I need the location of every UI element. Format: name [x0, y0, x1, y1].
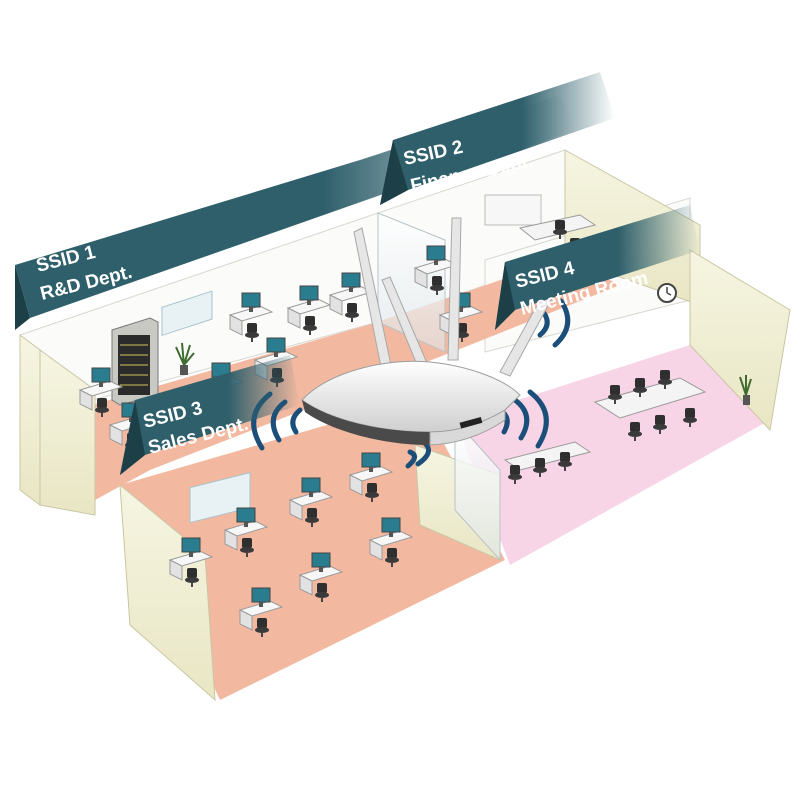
- whiteboard-icon: [484, 194, 542, 226]
- computer-desk-icon: [78, 367, 124, 411]
- chair-icon: [303, 316, 317, 335]
- computer-desk-icon: [328, 272, 374, 316]
- chair-icon: [653, 415, 667, 434]
- antenna-icon: [447, 217, 462, 361]
- whiteboard-icon: [189, 472, 251, 524]
- chair-icon: [305, 508, 319, 527]
- chair-icon: [185, 568, 199, 587]
- chair-icon: [683, 408, 697, 427]
- chair-icon: [245, 323, 259, 342]
- chair-icon: [628, 422, 642, 441]
- chair-icon: [558, 452, 572, 471]
- chair-icon: [365, 483, 379, 502]
- chair-icon: [633, 378, 647, 397]
- chair-icon: [508, 465, 522, 484]
- computer-desk-icon: [348, 452, 394, 496]
- chair-icon: [553, 220, 567, 239]
- chair-icon: [240, 538, 254, 557]
- chair-icon: [608, 385, 622, 404]
- chair-icon: [533, 458, 547, 477]
- computer-desk-icon: [368, 517, 414, 561]
- computer-desk-icon: [298, 552, 344, 596]
- computer-desk-icon: [228, 292, 274, 336]
- sales-floor: [120, 398, 505, 700]
- plant-icon: [175, 342, 195, 375]
- chair-icon: [95, 398, 109, 417]
- chair-icon: [430, 276, 444, 295]
- computer-desk-icon: [288, 477, 334, 521]
- whiteboard-icon: [161, 290, 213, 337]
- computer-desk-icon: [413, 245, 459, 289]
- router-icon: [301, 217, 559, 446]
- chair-icon: [658, 370, 672, 389]
- computer-desk-icon: [223, 507, 269, 551]
- computer-desk-icon: [286, 285, 332, 329]
- chair-icon: [345, 303, 359, 322]
- ssid3-banner: SSID 3 Sales Dept.: [120, 355, 300, 475]
- ssid2-banner: SSID 2 Finance Dept.: [380, 72, 615, 205]
- server-rack-icon: [111, 317, 159, 406]
- plant-icon: [739, 375, 752, 405]
- computer-desk-icon: [238, 587, 284, 631]
- meeting-floor: [455, 345, 770, 565]
- computer-desk-icon: [168, 537, 214, 581]
- chair-icon: [315, 583, 329, 602]
- chair-icon: [385, 548, 399, 567]
- chair-icon: [255, 618, 269, 637]
